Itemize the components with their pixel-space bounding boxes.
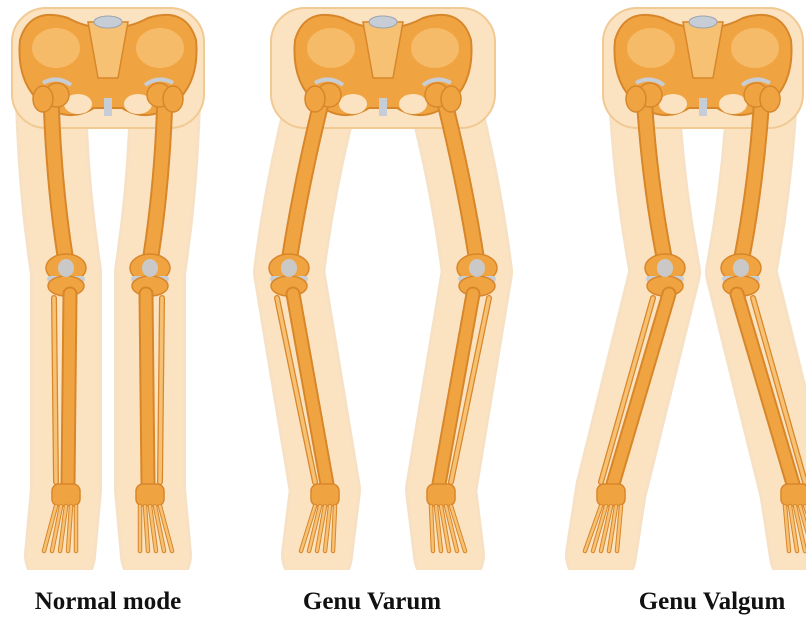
patella-left	[733, 259, 749, 277]
ankle-right	[597, 484, 625, 506]
figure-straight	[12, 8, 204, 555]
obturator-foramen	[659, 94, 687, 114]
patella-right	[281, 259, 297, 277]
vertebra-disc	[369, 16, 397, 28]
greater-trochanter-right	[305, 86, 325, 112]
vertebra-disc	[94, 16, 122, 28]
iliac-wing	[731, 28, 779, 68]
patella-right	[58, 259, 74, 277]
fibula-right	[54, 298, 56, 482]
leg-alignment-illustration	[0, 0, 806, 570]
greater-trochanter-left	[441, 86, 461, 112]
patella-left	[469, 259, 485, 277]
caption-genu-varum: Genu Varum	[303, 588, 441, 616]
caption-genu-valgum: Genu Valgum	[639, 588, 786, 616]
ankle-left	[427, 484, 455, 506]
ankle-left	[136, 484, 164, 506]
ankle-right	[52, 484, 80, 506]
vertebra-disc	[689, 16, 717, 28]
greater-trochanter-left	[163, 86, 183, 112]
pubic-symphysis	[699, 98, 707, 116]
figure-knock-knee	[585, 8, 806, 555]
iliac-wing	[307, 28, 355, 68]
greater-trochanter-right	[33, 86, 53, 112]
caption-normal-mode: Normal mode	[35, 588, 182, 616]
obturator-foramen	[719, 94, 747, 114]
ankle-left	[781, 484, 806, 506]
ankle-right	[311, 484, 339, 506]
patella-right	[657, 259, 673, 277]
fibula-left	[160, 298, 162, 482]
patella-left	[142, 259, 158, 277]
pubic-symphysis	[104, 98, 112, 116]
figure-bowed-outward	[269, 8, 497, 555]
obturator-foramen	[399, 94, 427, 114]
greater-trochanter-left	[760, 86, 780, 112]
iliac-wing	[32, 28, 80, 68]
tibia-right	[68, 294, 70, 484]
obturator-foramen	[339, 94, 367, 114]
greater-trochanter-right	[626, 86, 646, 112]
iliac-wing	[411, 28, 459, 68]
iliac-wing	[136, 28, 184, 68]
iliac-wing	[627, 28, 675, 68]
pubic-symphysis	[379, 98, 387, 116]
tibia-left	[146, 294, 148, 484]
